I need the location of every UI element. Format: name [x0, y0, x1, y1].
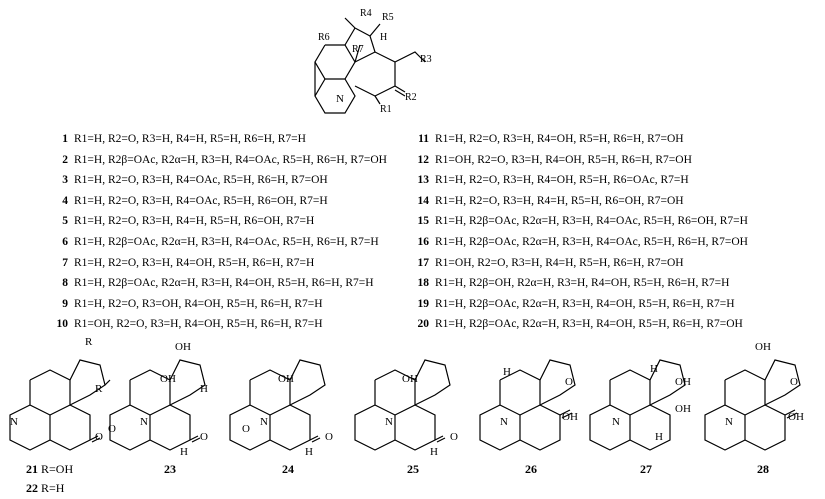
- svg-text:O: O: [108, 423, 116, 435]
- svg-text:H: H: [180, 446, 188, 458]
- svg-text:H: H: [655, 431, 663, 443]
- svg-text:OH: OH: [160, 373, 176, 385]
- svg-text:R5: R5: [382, 12, 394, 23]
- compound-label-27: 27: [640, 462, 652, 476]
- structure-27: [589, 359, 686, 451]
- svg-text:O: O: [325, 431, 333, 443]
- compound-label-22: 22 R=H: [26, 481, 65, 495]
- compound-label-25: 25: [407, 462, 419, 476]
- structure-24: [229, 359, 326, 451]
- svg-text:H: H: [650, 363, 658, 375]
- structure-21: [9, 359, 111, 451]
- svg-text:N: N: [500, 416, 508, 428]
- svg-text:O: O: [200, 431, 208, 443]
- svg-text:O: O: [242, 423, 250, 435]
- svg-text:OH: OH: [675, 403, 691, 415]
- svg-text:R: R: [95, 383, 103, 395]
- svg-text:O: O: [95, 431, 103, 443]
- svg-text:OH: OH: [788, 411, 804, 423]
- svg-text:N: N: [385, 416, 393, 428]
- compound-label-24: 24: [282, 462, 294, 476]
- svg-text:R2: R2: [405, 92, 417, 103]
- structure-23: [109, 359, 206, 451]
- svg-text:OH: OH: [675, 376, 691, 388]
- svg-text:OH: OH: [175, 341, 191, 353]
- svg-text:R: R: [85, 336, 93, 348]
- svg-text:OH: OH: [755, 341, 771, 353]
- svg-text:N: N: [10, 416, 18, 428]
- svg-text:OH: OH: [562, 411, 578, 423]
- svg-text:O: O: [565, 376, 573, 388]
- svg-text:N: N: [260, 416, 268, 428]
- svg-text:H: H: [200, 383, 208, 395]
- svg-text:H: H: [380, 32, 387, 43]
- svg-text:H: H: [503, 366, 511, 378]
- svg-text:N: N: [725, 416, 733, 428]
- svg-text:N: N: [336, 93, 344, 105]
- structure-28: [704, 359, 801, 451]
- compound-label-26: 26: [525, 462, 537, 476]
- svg-text:OH: OH: [278, 373, 294, 385]
- compound-label-23: 23: [164, 462, 176, 476]
- compound-label-21: 21 R=OH: [26, 462, 74, 476]
- svg-text:O: O: [450, 431, 458, 443]
- svg-text:N: N: [612, 416, 620, 428]
- structure-25: [354, 359, 451, 451]
- svg-text:H: H: [430, 446, 438, 458]
- structure-26: [479, 359, 576, 451]
- compound-label-28: 28: [757, 462, 769, 476]
- svg-text:R6: R6: [318, 32, 330, 43]
- svg-text:R1: R1: [380, 104, 392, 115]
- svg-text:N: N: [140, 416, 148, 428]
- svg-text:OH: OH: [402, 373, 418, 385]
- svg-text:R4: R4: [360, 8, 372, 19]
- svg-text:O: O: [790, 376, 798, 388]
- svg-text:R7: R7: [352, 44, 364, 55]
- svg-text:R3: R3: [420, 54, 432, 65]
- svg-text:H: H: [305, 446, 313, 458]
